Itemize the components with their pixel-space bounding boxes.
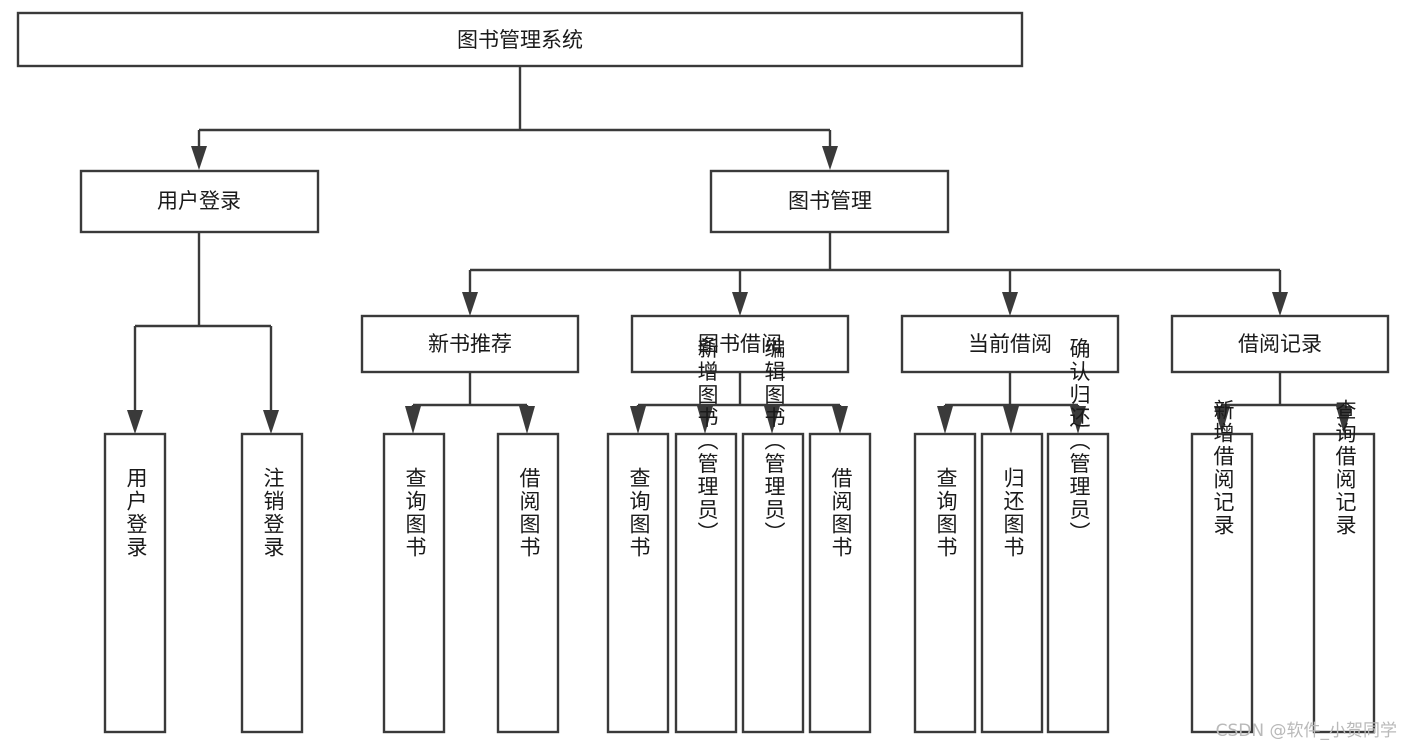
node-book-manage-label: 图书管理 (788, 189, 872, 213)
node-book-borrow-box[interactable] (630, 314, 850, 374)
node-root-label: 图书管理系统 (457, 28, 583, 52)
node-book-borrow[interactable]: 图书借阅 (630, 314, 850, 374)
node-user-login[interactable]: 用户登录 (79, 169, 320, 234)
arrow-borrow-record (1272, 292, 1288, 316)
arrow-leaf-logout (263, 410, 279, 434)
node-leaf-edit-book[interactable]: 编辑图书（管理员） (741, 338, 805, 734)
node-leaf-add-book-label: 新增图书（管理员） (695, 338, 719, 545)
node-leaf-confirm-return-label: 确认归还（管理员） (1067, 338, 1091, 545)
node-borrow-record-label: 借阅记录 (1238, 332, 1322, 356)
node-leaf-borrow-book-1-box[interactable] (496, 432, 560, 734)
node-leaf-add-record-box[interactable] (1190, 432, 1254, 734)
node-new-book-recommend[interactable]: 新书推荐 (360, 314, 580, 374)
node-leaf-add-record[interactable]: 新增借阅记录 (1190, 399, 1254, 734)
node-new-book-recommend-label: 新书推荐 (428, 332, 512, 356)
arrow-bb-leaf-2 (697, 406, 713, 434)
node-current-borrow[interactable]: 当前借阅 (900, 314, 1120, 374)
node-book-manage-box[interactable] (709, 169, 950, 234)
node-leaf-borrow-book-1-label: 借阅图书 (517, 467, 541, 559)
node-leaf-borrow-book-2-box[interactable] (808, 432, 872, 734)
node-leaf-user-login-box[interactable] (103, 432, 167, 734)
node-leaf-add-record-label: 新增借阅记录 (1211, 399, 1235, 537)
node-leaf-return-book-label: 归还图书 (1001, 467, 1025, 559)
node-leaf-query-record-box[interactable] (1312, 432, 1376, 734)
node-borrow-record-box[interactable] (1170, 314, 1390, 374)
node-leaf-query-record-label: 查询借阅记录 (1333, 399, 1357, 537)
arrow-user-login (191, 146, 207, 170)
node-leaf-logout-login-box[interactable] (240, 432, 304, 734)
node-leaf-add-book[interactable]: 新增图书（管理员） (674, 338, 738, 734)
node-new-book-recommend-box[interactable] (360, 314, 580, 374)
node-leaf-user-login[interactable]: 用户登录 (103, 432, 167, 734)
arrow-bb-leaf-4 (832, 406, 848, 434)
node-book-borrow-label: 图书借阅 (698, 332, 782, 356)
node-leaf-query-book-1-box[interactable] (382, 432, 446, 734)
node-leaf-query-book-2[interactable]: 查询图书 (606, 432, 670, 734)
arrow-br-leaf-2 (1336, 406, 1352, 434)
arrow-current-borrow (1002, 292, 1018, 316)
node-leaf-edit-book-box[interactable] (741, 432, 805, 734)
arrow-leaf-user-login (127, 410, 143, 434)
node-user-login-label: 用户登录 (157, 189, 241, 213)
node-leaf-add-book-box[interactable] (674, 432, 738, 734)
arrow-book-manage (822, 146, 838, 170)
edges-layer (127, 66, 1352, 434)
node-leaf-borrow-book-1[interactable]: 借阅图书 (496, 432, 560, 734)
node-leaf-confirm-return-box[interactable] (1046, 432, 1110, 734)
arrow-cb-leaf-3 (1070, 406, 1086, 434)
node-leaf-user-login-label: 用户登录 (124, 467, 148, 559)
arrow-bb-leaf-3 (764, 406, 780, 434)
arrow-br-leaf-1 (1214, 406, 1230, 434)
node-current-borrow-box[interactable] (900, 314, 1120, 374)
arrow-bb-leaf-1 (630, 406, 646, 434)
node-leaf-query-record[interactable]: 查询借阅记录 (1312, 399, 1376, 734)
node-leaf-query-book-2-box[interactable] (606, 432, 670, 734)
node-leaf-query-book-3[interactable]: 查询图书 (913, 432, 977, 734)
node-leaf-confirm-return[interactable]: 确认归还（管理员） (1046, 338, 1110, 734)
node-leaf-logout-login-label: 注销登录 (261, 467, 285, 559)
arrow-cb-leaf-2 (1003, 406, 1019, 434)
arrow-new-book (462, 292, 478, 316)
node-leaf-query-book-3-box[interactable] (913, 432, 977, 734)
arrow-nb-leaf-1 (405, 406, 421, 434)
node-leaf-query-book-3-label: 查询图书 (934, 467, 958, 559)
node-borrow-record[interactable]: 借阅记录 (1170, 314, 1390, 374)
node-leaf-query-book-1[interactable]: 查询图书 (382, 432, 446, 734)
node-root[interactable]: 图书管理系统 (16, 11, 1024, 68)
node-leaf-return-book-box[interactable] (980, 432, 1044, 734)
node-current-borrow-label: 当前借阅 (968, 332, 1052, 356)
node-leaf-borrow-book-2-label: 借阅图书 (829, 467, 853, 559)
arrow-nb-leaf-2 (519, 406, 535, 434)
node-leaf-query-book-1-label: 查询图书 (403, 467, 427, 559)
node-root-box[interactable] (16, 11, 1024, 68)
node-leaf-query-book-2-label: 查询图书 (627, 467, 651, 559)
node-leaf-borrow-book-2[interactable]: 借阅图书 (808, 432, 872, 734)
arrow-cb-leaf-1 (937, 406, 953, 434)
node-user-login-box[interactable] (79, 169, 320, 234)
node-leaf-edit-book-label: 编辑图书（管理员） (762, 338, 786, 545)
node-leaf-return-book[interactable]: 归还图书 (980, 432, 1044, 734)
arrow-book-borrow (732, 292, 748, 316)
node-book-manage[interactable]: 图书管理 (709, 169, 950, 234)
node-leaf-logout-login[interactable]: 注销登录 (240, 432, 304, 734)
